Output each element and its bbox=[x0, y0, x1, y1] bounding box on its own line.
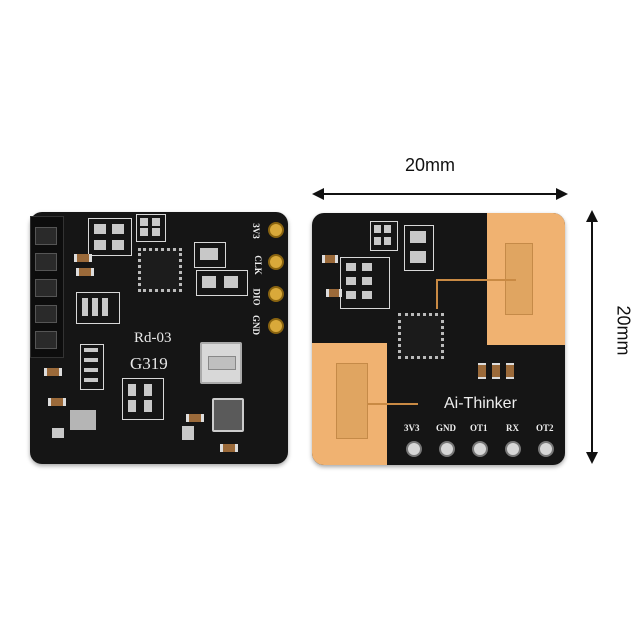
right-board: Ai-Thinker 3V3 GND OT1 RX OT2 bbox=[312, 213, 565, 465]
component-block bbox=[196, 270, 248, 296]
pad-ot2 bbox=[538, 441, 554, 457]
label-ot2: OT2 bbox=[536, 423, 554, 433]
component-block bbox=[370, 221, 398, 251]
label-gnd: GND bbox=[436, 423, 456, 433]
brand-label: Ai-Thinker bbox=[444, 395, 517, 412]
component-block bbox=[122, 378, 164, 420]
radar-chip bbox=[398, 313, 444, 359]
width-label: 20mm bbox=[405, 155, 456, 175]
height-arrow bbox=[586, 210, 598, 464]
label-ot1: OT1 bbox=[470, 423, 488, 433]
component-block bbox=[404, 225, 434, 271]
pad-rx bbox=[505, 441, 521, 457]
label-gnd: GND bbox=[251, 315, 261, 335]
crystal bbox=[200, 342, 242, 384]
code-label: G319 bbox=[130, 354, 168, 373]
pad-3v3 bbox=[406, 441, 422, 457]
pin-header bbox=[30, 216, 64, 358]
label-3v3: 3V3 bbox=[404, 423, 420, 433]
pad-3v3 bbox=[268, 222, 284, 238]
height-label: 20mm bbox=[613, 305, 634, 356]
component-block bbox=[194, 242, 226, 268]
pad-gnd bbox=[439, 441, 455, 457]
pad-clk bbox=[268, 254, 284, 270]
mcu-chip bbox=[138, 248, 182, 292]
label-3v3: 3V3 bbox=[250, 223, 261, 239]
feed-trace bbox=[436, 279, 516, 281]
component-block bbox=[136, 214, 166, 242]
label-clk: CLK bbox=[252, 255, 263, 275]
width-arrow bbox=[312, 188, 568, 200]
label-dio: DIO bbox=[251, 288, 262, 306]
component-block bbox=[80, 344, 104, 390]
feed-trace bbox=[436, 279, 438, 309]
component-block bbox=[88, 218, 132, 256]
label-rx: RX bbox=[506, 423, 519, 433]
component-block bbox=[340, 257, 390, 309]
component-block bbox=[76, 292, 120, 324]
pad-dio bbox=[268, 286, 284, 302]
left-board: 3V3 CLK DIO GND Rd-03 G319 bbox=[30, 212, 288, 464]
pad-ot1 bbox=[472, 441, 488, 457]
feed-trace bbox=[368, 403, 418, 405]
pad-gnd bbox=[268, 318, 284, 334]
inductor bbox=[212, 398, 244, 432]
model-label: Rd-03 bbox=[134, 330, 172, 346]
